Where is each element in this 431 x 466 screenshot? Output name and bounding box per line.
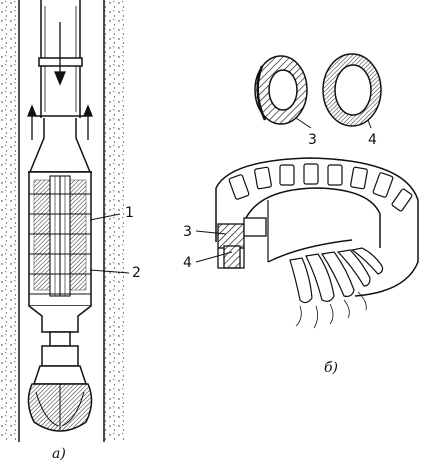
borehole-drawing: [0, 0, 124, 442]
bearing-ring-3: [254, 55, 308, 125]
ports: [228, 163, 413, 212]
caption-b: б): [324, 360, 338, 376]
flow-lines: [295, 291, 367, 329]
drill-bit: [27, 365, 93, 432]
lower-coupling: [28, 305, 92, 333]
upper-sub: [28, 118, 92, 173]
cutaway-label-4: 4: [183, 255, 192, 271]
ring-label-4: 4: [368, 132, 377, 148]
bearing-ring-4: [322, 53, 382, 127]
rock-right: [104, 0, 124, 442]
flow-up-arrow-right: [83, 104, 93, 140]
shaft: [49, 331, 71, 347]
flow-up-arrow-left: [27, 104, 37, 140]
caption-a: а): [52, 446, 66, 462]
cutaway-label-4-group: 4: [183, 251, 233, 271]
label-2: 2: [132, 265, 141, 281]
rotor-blades: [289, 247, 384, 304]
label-1: 1: [125, 205, 134, 221]
label-2-group: 2: [89, 265, 141, 281]
rock-left: [0, 0, 19, 442]
cutaway-label-3-group: 3: [183, 224, 227, 240]
turbine-stages: [33, 175, 87, 297]
bit-sub: [41, 345, 79, 367]
label-1-group: 1: [89, 205, 134, 221]
ring-label-3: 3: [308, 132, 317, 148]
flow-down-arrow: [54, 22, 66, 86]
cutaway-label-3: 3: [183, 224, 192, 240]
stage-dividers: [29, 193, 91, 295]
turbine-cutaway: [215, 157, 419, 329]
